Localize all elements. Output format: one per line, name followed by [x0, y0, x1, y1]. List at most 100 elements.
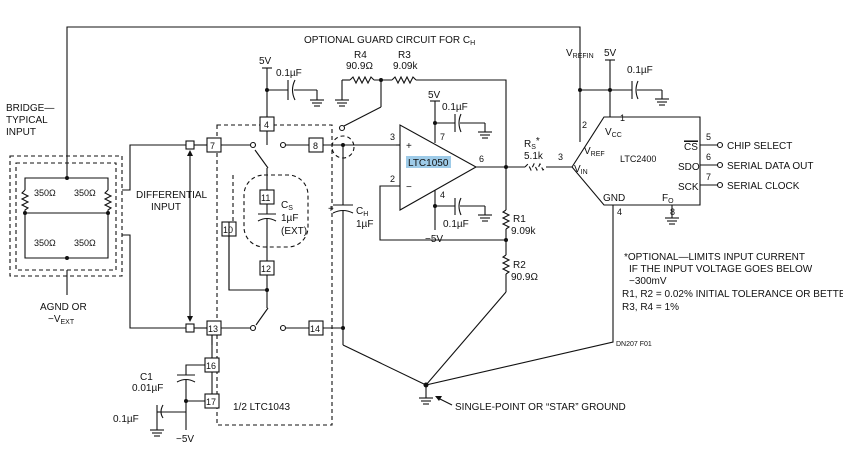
opamp-minus: − [406, 182, 412, 193]
svg-text:3: 3 [558, 152, 563, 162]
svg-text:13: 13 [208, 324, 218, 334]
r3-name: R3 [398, 50, 411, 61]
analog-switches [221, 131, 309, 332]
svg-text:11: 11 [261, 193, 270, 203]
differential-label-1: DIFFERENTIAL [136, 190, 208, 201]
svg-text:7: 7 [210, 141, 215, 151]
svg-text:VREFIN: VREFIN [566, 48, 594, 60]
guard-network: R4 90.9Ω R3 9.09k [331, 50, 507, 165]
agnd-label-1: AGND OR [40, 302, 87, 313]
svg-text:10: 10 [223, 225, 233, 235]
svg-text:0.1µF: 0.1µF [443, 219, 469, 230]
svg-text:7: 7 [440, 132, 445, 142]
svg-text:R3, R4 = 1%: R3, R4 = 1% [622, 302, 679, 313]
opamp-ltc1050: + − LTC1050 3 2 6 7 4 5V 0.1µF [379, 90, 525, 245]
svg-text:2: 2 [582, 120, 587, 130]
ch-plus: + [328, 204, 334, 215]
switch-pins: 7 13 4 8 14 10 11 12 16 17 [204, 116, 324, 409]
bridge-r-tr-label: 350Ω [74, 188, 96, 198]
svg-text:CS: CS [684, 142, 698, 153]
svg-text:R1, R2 = 0.02% INITIAL TOLERAN: R1, R2 = 0.02% INITIAL TOLERANCE OR BETT… [622, 289, 843, 300]
svg-text:16: 16 [206, 361, 216, 371]
svg-text:VREF: VREF [584, 146, 605, 158]
star-ground-label: SINGLE-POINT OR “STAR” GROUND [455, 402, 626, 413]
svg-text:5.1k: 5.1k [524, 151, 544, 162]
svg-text:R2: R2 [513, 260, 526, 271]
svg-text:6: 6 [706, 152, 711, 162]
svg-text:12: 12 [261, 264, 271, 274]
ltc1043-label: 1/2 LTC1043 [233, 402, 291, 413]
svg-text:−5V: −5V [425, 234, 443, 245]
terminal-bottom [185, 323, 195, 333]
svg-text:5: 5 [706, 132, 711, 142]
svg-text:5V: 5V [428, 90, 441, 101]
rs-resistor: RS* 5.1k [524, 136, 572, 172]
cs-value: 1µF [281, 213, 298, 224]
terminal-top [185, 140, 195, 150]
vref-top-wire [66, 26, 581, 163]
r4-value: 90.9Ω [346, 61, 373, 72]
svg-text:1: 1 [620, 113, 625, 123]
bridge: 350Ω 350Ω 350Ω 350Ω [9, 155, 123, 277]
opamp-plus: + [406, 141, 412, 152]
cs-name: CS [281, 200, 293, 212]
svg-text:*OPTIONAL—LIMITS INPUT CURRENT: *OPTIONAL—LIMITS INPUT CURRENT [624, 252, 805, 263]
pin4-decoupling: 5V 0.1µF [259, 56, 324, 117]
svg-text:SERIAL CLOCK: SERIAL CLOCK [727, 181, 800, 192]
guard-title: OPTIONAL GUARD CIRCUIT FOR CH [304, 35, 475, 47]
svg-text:SERIAL DATA OUT: SERIAL DATA OUT [727, 161, 814, 172]
svg-text:VCC: VCC [605, 127, 622, 139]
c1-decoupling-label: 0.1µF [113, 414, 139, 425]
svg-text:VIN: VIN [574, 164, 588, 176]
ch-name: CH [356, 206, 368, 218]
svg-text:90.9Ω: 90.9Ω [511, 272, 538, 283]
svg-text:GND: GND [603, 193, 625, 204]
agnd-label-2: −VEXT [48, 314, 75, 326]
r3-value: 9.09k [393, 61, 418, 72]
svg-text:−300mV: −300mV [629, 276, 667, 287]
ch-value: 1µF [356, 219, 373, 230]
pin4-5v-label: 5V [259, 56, 272, 67]
svg-text:RS*: RS* [524, 136, 540, 151]
c1-name: C1 [140, 372, 153, 383]
svg-text:14: 14 [310, 324, 320, 334]
svg-text:SDO: SDO [678, 162, 700, 173]
svg-text:3: 3 [390, 132, 395, 142]
pin4-cap-label: 0.1µF [276, 68, 302, 79]
svg-text:0.1µF: 0.1µF [627, 65, 653, 76]
svg-text:R1: R1 [513, 214, 526, 225]
ch-capacitor: + CH 1µF [328, 204, 373, 345]
notes: *OPTIONAL—LIMITS INPUT CURRENT IF THE IN… [616, 252, 843, 348]
svg-text:4: 4 [617, 207, 622, 217]
bridge-label-3: INPUT [6, 127, 36, 138]
c1-neg5v: −5V [176, 434, 194, 445]
r4-name: R4 [354, 50, 367, 61]
svg-text:FO: FO [662, 193, 674, 205]
svg-text:4: 4 [440, 190, 445, 200]
bridge-label-1: BRIDGE— [6, 103, 54, 114]
svg-text:SCK: SCK [678, 182, 699, 193]
star-ground: SINGLE-POINT OR “STAR” GROUND [211, 291, 626, 413]
svg-text:2: 2 [390, 174, 395, 184]
svg-text:CHIP SELECT: CHIP SELECT [727, 141, 792, 152]
bridge-r-tl-label: 350Ω [34, 188, 56, 198]
adc-ltc2400: LTC2400 VCC VREF VIN GND FO CS SDO SCK 1… [425, 48, 814, 386]
svg-text:0.1µF: 0.1µF [442, 102, 468, 113]
differential-arrow: DIFFERENTIAL INPUT [136, 150, 208, 322]
c1-network: C1 0.01µF −5V 0.1µF [113, 335, 213, 445]
figure-id: DN207 F01 [616, 341, 652, 348]
svg-text:17: 17 [206, 397, 216, 407]
differential-label-2: INPUT [151, 202, 181, 213]
svg-text:8: 8 [313, 141, 318, 151]
cs-ext: (EXT) [281, 226, 307, 237]
bridge-r-bl-label: 350Ω [34, 238, 56, 248]
feedback-resistors: R1 9.09k R2 90.9Ω [501, 167, 538, 292]
svg-text:7: 7 [706, 172, 711, 182]
svg-text:4: 4 [264, 120, 269, 130]
svg-text:6: 6 [479, 154, 484, 164]
svg-text:9.09k: 9.09k [511, 226, 536, 237]
cs-capacitor: CS 1µF (EXT) [232, 174, 309, 261]
bridge-label-2: TYPICAL [6, 115, 48, 126]
svg-text:IF THE INPUT VOLTAGE GOES BELO: IF THE INPUT VOLTAGE GOES BELOW [629, 264, 813, 275]
